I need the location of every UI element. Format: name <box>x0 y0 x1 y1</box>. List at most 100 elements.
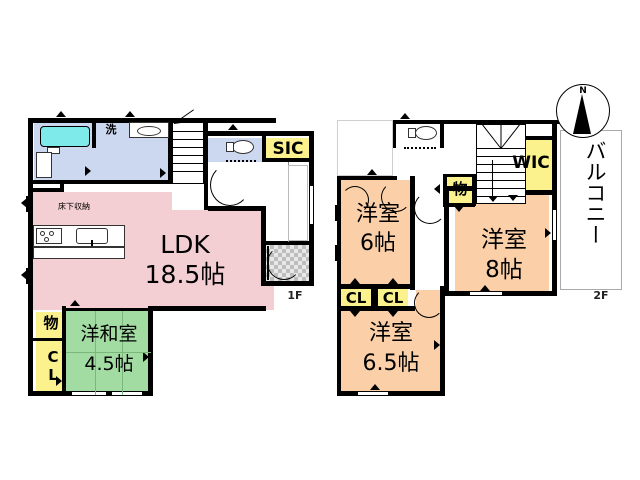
wall-2f-wic-bottom <box>502 190 557 195</box>
compass-needle-icon <box>573 94 591 134</box>
window-2f-cl-b <box>388 278 398 284</box>
wall-2f-bottom <box>337 391 444 396</box>
door-washitsu-marker <box>143 352 149 362</box>
window-1f-left-bar-b <box>26 268 28 284</box>
wall-2f-top <box>392 120 560 124</box>
sic-shelf <box>288 165 308 241</box>
window-2f-cl-a <box>350 278 360 284</box>
wall-2f-cl-div <box>371 288 378 310</box>
toilet-tank-2f <box>408 128 416 138</box>
label-floor-2f: 2F <box>593 289 609 302</box>
window-1f-left-a <box>21 198 27 208</box>
room-bedroom-8 <box>455 190 549 296</box>
door-genkan-arc <box>267 246 301 280</box>
label-sic: SIC <box>272 139 304 159</box>
label-bedroom65-size: 6.5帖 <box>362 351 420 376</box>
stairs-1f <box>172 122 204 184</box>
tatami-line-h1 <box>66 352 151 353</box>
label-balcony: バルコニー <box>583 140 607 245</box>
label-under-floor-storage: 床下収納 <box>58 202 90 211</box>
wall-1f-notch-v <box>261 210 266 286</box>
stair-arrow-2f <box>488 196 498 202</box>
wall-2f-right <box>552 120 557 296</box>
window-1f-bottom-gap <box>72 391 106 396</box>
room-storage-1f <box>36 312 66 340</box>
wall-1f-bottom-right <box>266 281 314 286</box>
room-balcony <box>560 130 622 290</box>
wall-ldk-kitchen-nub <box>28 188 64 192</box>
stair-dir-2f <box>492 160 493 200</box>
label-floor-1f: 1F <box>287 289 303 302</box>
closet-arrow-right <box>388 311 398 317</box>
window-1f-left-bar-a <box>26 196 28 212</box>
window-2f-bed8-bottom-gap <box>470 291 502 296</box>
room-ldk-ext <box>186 192 274 310</box>
label-ldk-size: 18.5帖 <box>144 260 226 289</box>
wall-bath-right <box>92 118 96 148</box>
storage-2f-arrow <box>454 206 464 212</box>
window-1f-right-gap <box>309 186 314 224</box>
toilet-bowl-2f <box>415 126 437 140</box>
wall-2f-top-left <box>337 176 397 180</box>
door-bedroom65-arc <box>414 288 444 318</box>
door-entry-arc <box>210 164 250 206</box>
wall-ldk-kitchen-nubv <box>60 184 64 192</box>
wall-1f-right-lower <box>309 245 314 286</box>
wall-2f-storage-bottom <box>443 203 475 207</box>
window-2f-bed8-right <box>545 228 551 238</box>
wall-1f-washitsu-right <box>148 306 153 396</box>
wall-2f-toilet-left <box>392 120 396 148</box>
label-washitsu-size: 4.5帖 <box>84 353 134 375</box>
wall-storage-cl-div <box>33 338 66 341</box>
window-2f-left-bar-a <box>335 205 337 221</box>
toilet-tank-1f <box>226 142 234 152</box>
wall-wash-right <box>168 118 172 182</box>
wall-1f-ldk-bottom <box>148 306 266 311</box>
bathtub-1f <box>40 126 90 147</box>
closet-arrow-left <box>350 311 360 317</box>
kitchen-stove <box>36 228 62 244</box>
wall-2f-storage-left <box>443 174 447 206</box>
toilet-threshold-2f <box>404 147 436 149</box>
label-closet-right: CL <box>382 289 404 307</box>
wall-sic-bottom <box>262 158 314 162</box>
wall-2f-bedroom6-right <box>410 180 415 288</box>
label-bedroom8-size: 8帖 <box>485 257 523 283</box>
wall-2f-bedroom6-bottom <box>337 284 415 289</box>
window-2f-bed65-bottom <box>370 384 380 390</box>
window-ldk-bottom-marker <box>70 300 80 306</box>
washroom-basin <box>137 126 161 136</box>
label-washroom: 洗 <box>105 123 117 136</box>
wall-washitsu-left <box>62 306 66 396</box>
label-ldk-name: LDK <box>160 230 210 259</box>
door-cl-marker <box>56 376 62 386</box>
room-closet-left <box>341 288 371 310</box>
wall-1f-top <box>28 118 276 123</box>
door-genkan-leaf <box>267 246 269 280</box>
label-storage-1f: 物 <box>43 314 59 332</box>
label-washitsu-name: 洋和室 <box>80 323 138 345</box>
door-storage-2f-marker <box>434 184 440 194</box>
door-bath-marker <box>85 166 91 176</box>
toilet-threshold-1f <box>226 160 256 162</box>
window-2f-left-bar-b <box>335 245 337 261</box>
label-bedroom65-name: 洋室 <box>368 321 413 346</box>
label-closet-left: CL <box>345 289 367 307</box>
bath-door-panel <box>36 152 52 178</box>
window-1f-left-b <box>21 270 27 280</box>
window-2f-bed8-gap <box>552 210 557 240</box>
door-toilet2f-arc <box>341 186 369 214</box>
toilet-bowl-1f <box>232 140 254 154</box>
wall-2f-wic-top <box>502 136 557 140</box>
kitchen-island <box>33 247 125 259</box>
wall-1f-notch-h <box>208 206 266 211</box>
hall-1f <box>172 182 208 210</box>
wall-2f-bedroom65-right <box>440 286 445 396</box>
wall-1f-left <box>28 118 33 396</box>
window-2f-bed8-bottom <box>480 285 490 291</box>
window-2f-top-a <box>400 113 410 119</box>
label-storage-2f: 物 <box>452 180 468 198</box>
wall-2f-storage-top <box>443 174 475 177</box>
window-1f-top-c <box>228 124 238 130</box>
wall-hall-v <box>204 118 208 210</box>
